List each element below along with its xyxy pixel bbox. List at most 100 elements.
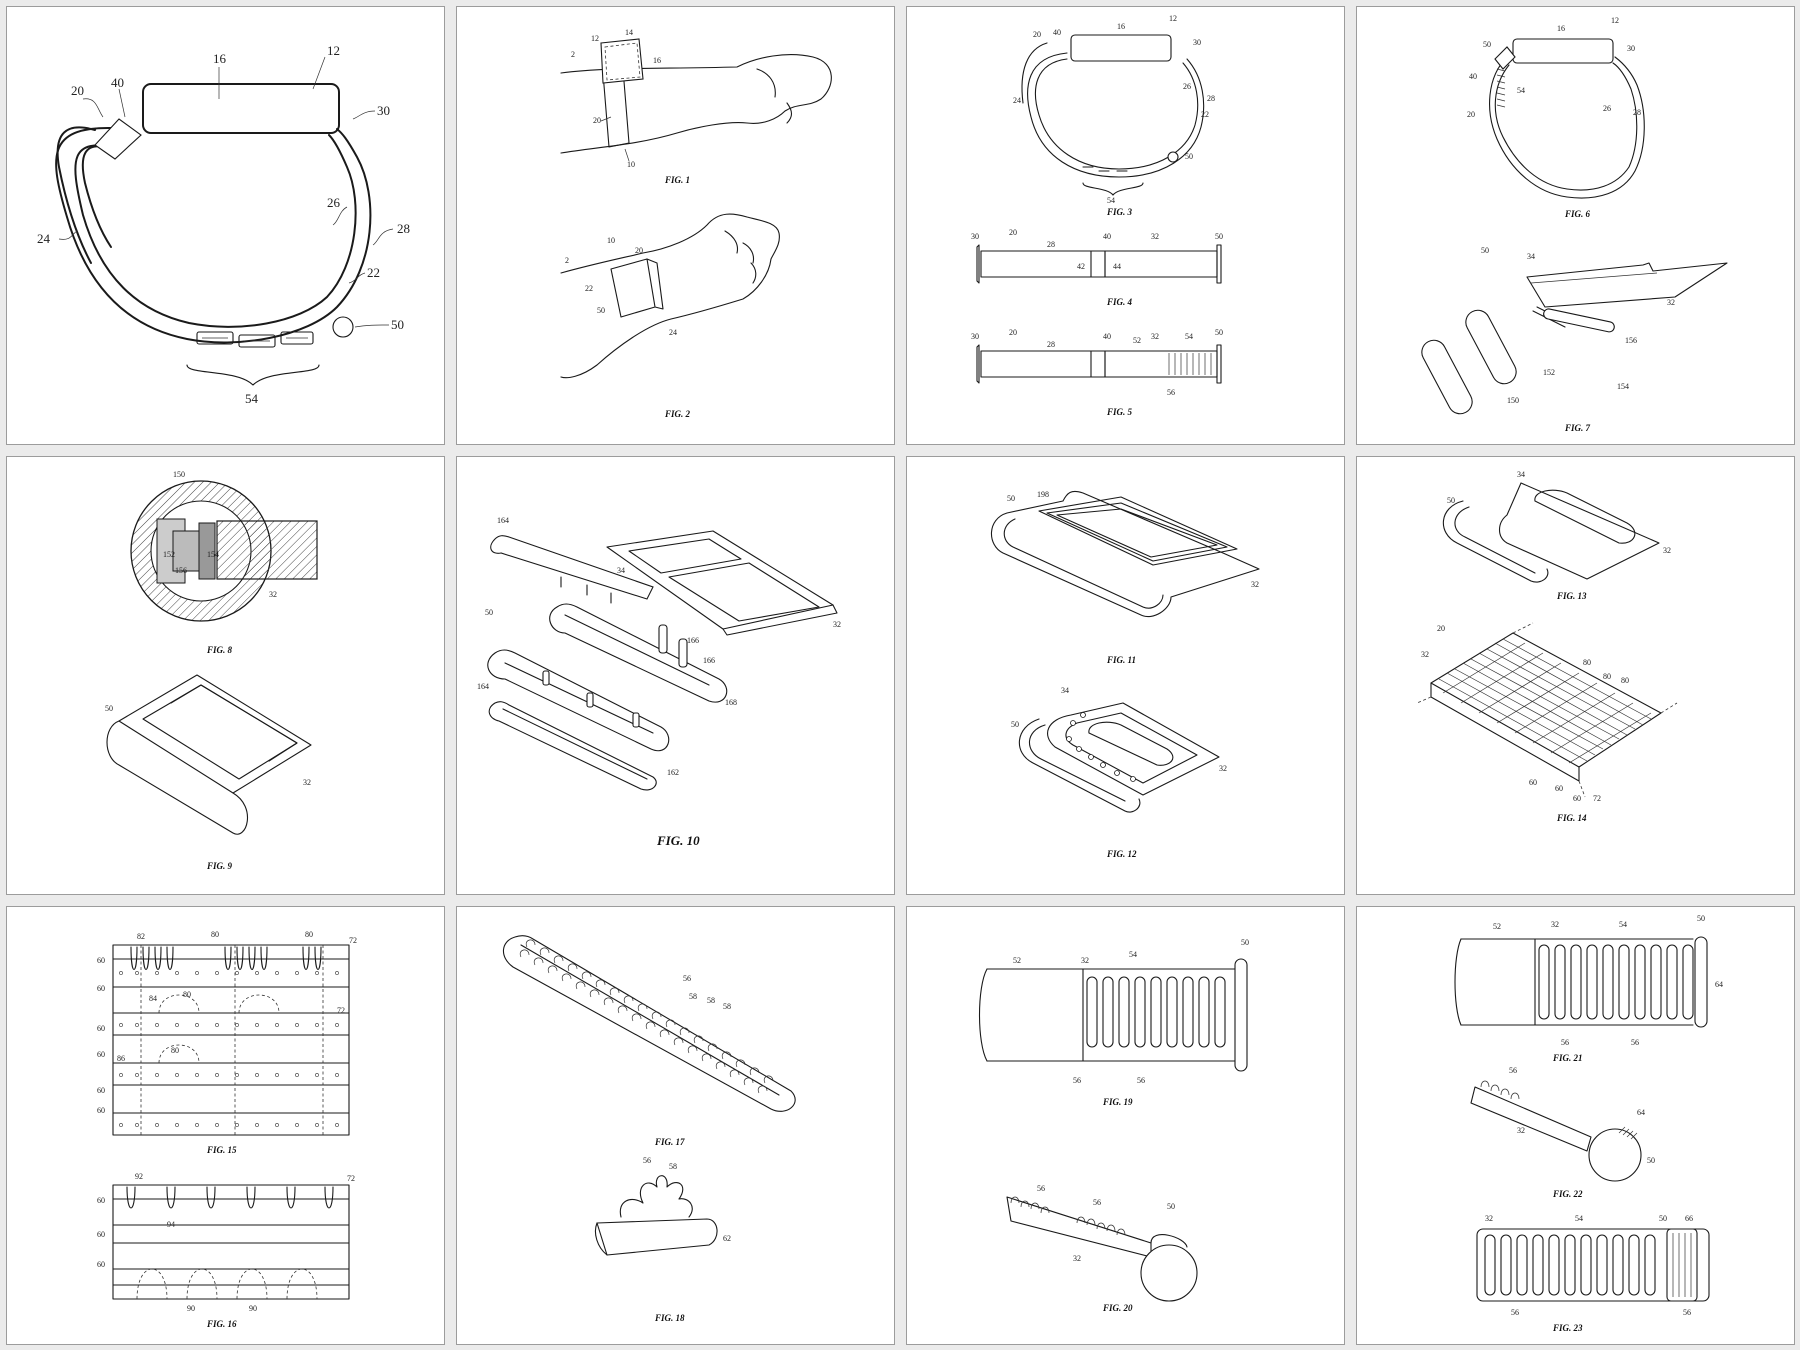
- fig-10-label-166-a: 166: [687, 636, 699, 645]
- fig-23-label-66: 66: [1685, 1214, 1693, 1223]
- fig-large-label-30: 30: [377, 103, 390, 118]
- fig-14-label-60-c: 60: [1573, 794, 1581, 803]
- panel-fig-15-16: 82 80 80 72 60 84 80 72 86 80 60 60 60 6…: [6, 906, 445, 1345]
- fig-5-label-50: 50: [1215, 328, 1223, 337]
- fig-7-label-32: 32: [1667, 298, 1675, 307]
- fig-14-label-60-a: 60: [1529, 778, 1537, 787]
- fig-7-label-34: 34: [1527, 252, 1535, 261]
- fig-10-label-50: 50: [485, 608, 493, 617]
- fig-15-label-86: 86: [117, 1054, 125, 1063]
- fig-4-label-44: 44: [1113, 262, 1121, 271]
- fig-7-label-50: 50: [1481, 246, 1489, 255]
- fig-20-label-56-a: 56: [1037, 1184, 1045, 1193]
- fig-6-label-12: 12: [1611, 16, 1619, 25]
- fig-15-label-60-a: 60: [97, 956, 105, 965]
- fig-4-label-40: 40: [1103, 232, 1111, 241]
- fig-4-label-50: 50: [1215, 232, 1223, 241]
- fig-19-label-56-b: 56: [1137, 1076, 1145, 1085]
- fig-16-label-92: 92: [135, 1172, 143, 1181]
- fig-6-label-54: 54: [1517, 86, 1525, 95]
- fig-19-label-32: 32: [1081, 956, 1089, 965]
- fig-20-label-32: 32: [1073, 1254, 1081, 1263]
- fig-4-label-20: 20: [1009, 228, 1017, 237]
- fig-10-label-162: 162: [667, 768, 679, 777]
- fig-1-label-14: 14: [625, 28, 633, 37]
- fig-23-caption: FIG. 23: [1552, 1323, 1583, 1333]
- fig-11-caption: FIG. 11: [1106, 655, 1136, 665]
- fig-14-label-80-a: 80: [1583, 658, 1591, 667]
- fig-22-caption: FIG. 22: [1552, 1189, 1583, 1199]
- fig-7-label-152: 152: [1543, 368, 1555, 377]
- panel-fig-13-14: 34 50 32 FIG. 13 20 32 80 80 80 60 60 60…: [1356, 456, 1795, 895]
- fig-10-caption: FIG. 10: [656, 833, 700, 848]
- fig-23-label-50: 50: [1659, 1214, 1667, 1223]
- fig-15-label-82: 82: [137, 932, 145, 941]
- fig-13-label-50: 50: [1447, 496, 1455, 505]
- fig-2-label-20: 20: [635, 246, 643, 255]
- fig-4-label-32: 32: [1151, 232, 1159, 241]
- fig-16-label-90-b: 90: [249, 1304, 257, 1313]
- fig-3-label-26: 26: [1183, 82, 1191, 91]
- panel-fig-21-22-23: 52 32 54 50 64 56 56 FIG. 21 56 64 32 50…: [1356, 906, 1795, 1345]
- fig-large-drawing: 16 12 20 40 30 26 24 28 22 50 54: [37, 43, 410, 406]
- fig-6-label-16: 16: [1557, 24, 1565, 33]
- fig-14-label-72: 72: [1593, 794, 1601, 803]
- fig-3-label-12: 12: [1169, 14, 1177, 23]
- fig-3-label-30: 30: [1193, 38, 1201, 47]
- fig-15-label-60-e: 60: [97, 1086, 105, 1095]
- fig-2-label-2: 2: [565, 256, 569, 265]
- fig-10-drawing: 164 34 50 166 166 32 168 164 162 FIG. 10: [477, 516, 841, 848]
- fig-12-label-32: 32: [1219, 764, 1227, 773]
- fig-21-label-64: 64: [1715, 980, 1723, 989]
- fig-19-label-54: 54: [1129, 950, 1137, 959]
- fig-21-label-32: 32: [1551, 920, 1559, 929]
- fig-22-label-56: 56: [1509, 1066, 1517, 1075]
- fig-15-label-72-a: 72: [349, 936, 357, 945]
- fig-2-label-10: 10: [607, 236, 615, 245]
- fig-5-label-54: 54: [1185, 332, 1193, 341]
- fig-9-label-50: 50: [105, 704, 113, 713]
- fig-7-label-150: 150: [1507, 396, 1519, 405]
- fig-23-label-54: 54: [1575, 1214, 1583, 1223]
- fig-7-label-154: 154: [1617, 382, 1629, 391]
- fig-large-label-50: 50: [391, 317, 404, 332]
- fig-3-label-28: 28: [1207, 94, 1215, 103]
- fig-3-label-50: 50: [1185, 152, 1193, 161]
- fig-19-label-52: 52: [1013, 956, 1021, 965]
- fig-1-caption: FIG. 1: [664, 175, 690, 185]
- fig-15-label-80-a: 80: [211, 930, 219, 939]
- fig-1-label-20: 20: [593, 116, 601, 125]
- fig-8-label-150: 150: [173, 470, 185, 479]
- fig-5-label-28: 28: [1047, 340, 1055, 349]
- fig-17-caption: FIG. 17: [654, 1137, 685, 1147]
- fig-3-label-22: 22: [1201, 110, 1209, 119]
- fig-10-label-32: 32: [833, 620, 841, 629]
- fig-3-label-16: 16: [1117, 22, 1125, 31]
- fig-11-12-drawing: 50 198 32 FIG. 11 34 50 32 FIG. 12: [990, 490, 1260, 859]
- fig-large-label-40: 40: [111, 75, 124, 90]
- panel-fig-6-7: 50 40 16 12 30 54 20 26 28 FIG. 6 50 34 …: [1356, 6, 1795, 445]
- fig-21-label-50: 50: [1697, 914, 1705, 923]
- fig-15-label-80-b: 80: [305, 930, 313, 939]
- fig-7-label-156: 156: [1625, 336, 1637, 345]
- fig-18-label-58: 58: [669, 1162, 677, 1171]
- fig-22-label-50: 50: [1647, 1156, 1655, 1165]
- fig-21-label-52: 52: [1493, 922, 1501, 931]
- panel-fig-17-18: 56 58 58 58 FIG. 17 56 58 62 FIG. 18: [456, 906, 895, 1345]
- fig-17-18-drawing: 56 58 58 58 FIG. 17 56 58 62 FIG. 18: [502, 935, 796, 1323]
- fig-16-label-60-c: 60: [97, 1260, 105, 1269]
- fig-8-label-154: 154: [207, 550, 219, 559]
- fig-5-caption: FIG. 5: [1106, 407, 1133, 417]
- fig-21-label-56-a: 56: [1561, 1038, 1569, 1047]
- fig-10-label-164-bottom: 164: [477, 682, 489, 691]
- fig-3-4-5-drawing: 20 40 16 12 30 26 28 22 24 50 54 FIG. 3 …: [971, 14, 1223, 417]
- fig-large-label-26: 26: [327, 195, 341, 210]
- fig-14-label-32: 32: [1421, 650, 1429, 659]
- fig-8-label-156: 156: [175, 566, 187, 575]
- panel-large-band: 16 12 20 40 30 26 24 28 22 50 54: [6, 6, 445, 445]
- fig-9-label-32: 32: [303, 778, 311, 787]
- fig-6-7-drawing: 50 40 16 12 30 54 20 26 28 FIG. 6 50 34 …: [1421, 16, 1728, 433]
- fig-13-caption: FIG. 13: [1556, 591, 1587, 601]
- fig-2-label-24: 24: [669, 328, 677, 337]
- fig-16-caption: FIG. 16: [206, 1319, 237, 1329]
